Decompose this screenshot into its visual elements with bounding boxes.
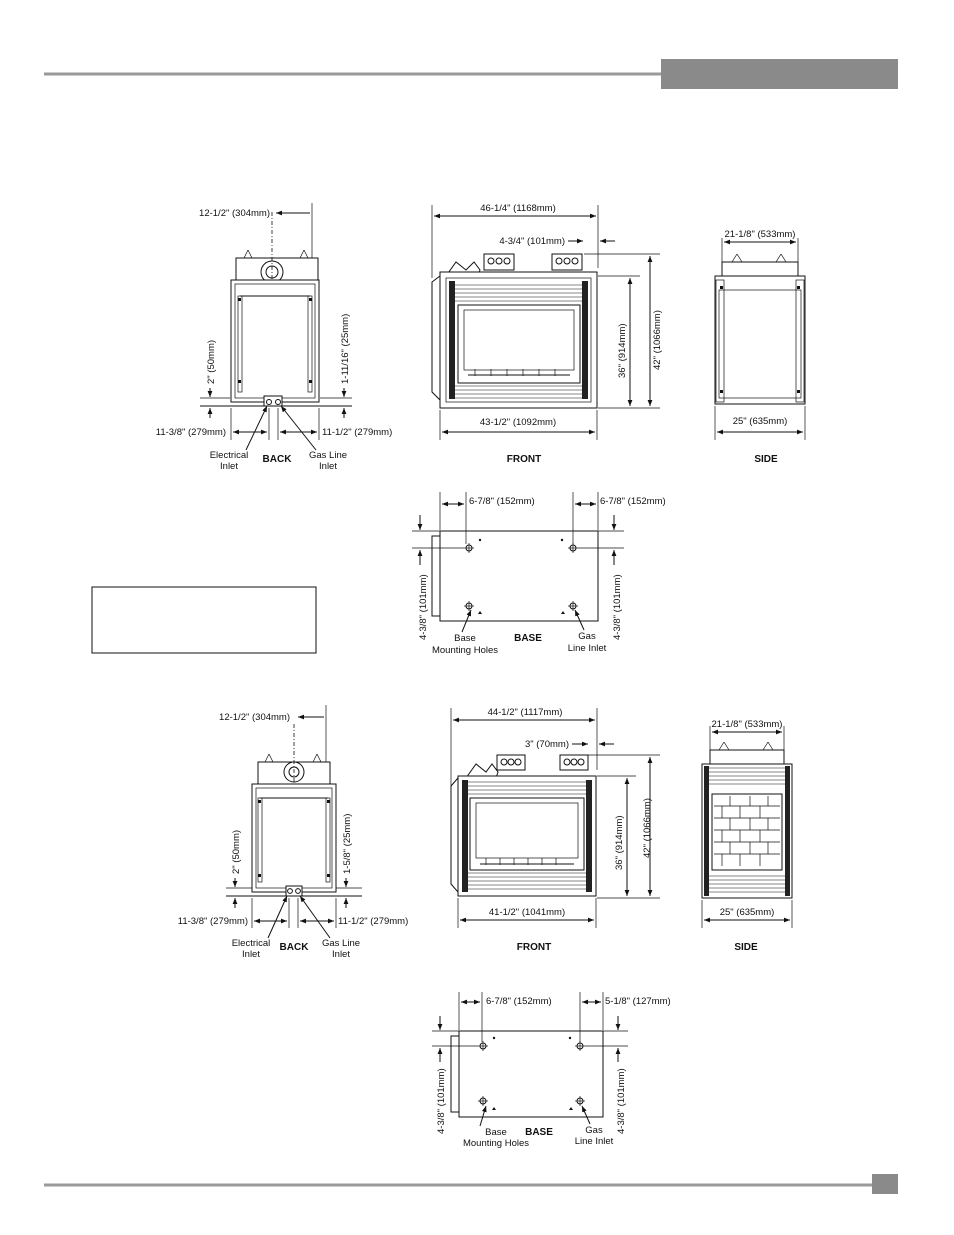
a-back-label-electrical-2: Inlet (220, 461, 238, 472)
b-base-label-mounting-2: Mounting Holes (463, 1138, 529, 1149)
a-side-dim-top: 21-1/8" (533mm) (725, 229, 796, 240)
note-box (91, 586, 317, 654)
b-back-dim-right-vertical: 1-5/8" (25mm) (342, 814, 353, 874)
a-back-dim-left-vertical: 2" (50mm) (206, 340, 217, 384)
a-base-dim-right-top: 6-7/8" (152mm) (600, 496, 666, 507)
b-side-caption: SIDE (734, 942, 758, 953)
a-base-dim-right-vertical: 4-3/8" (101mm) (612, 574, 623, 640)
b-base-dim-left-vertical: 4-3/8" (101mm) (436, 1068, 447, 1134)
b-front-dim-top-width: 44-1/2" (1117mm) (488, 707, 563, 718)
b-front-dim-outer-height: 42" (1066mm) (642, 798, 653, 858)
diagram-a-back-view: 12-1/2" (304mm) 2" (50mm) 1-11/16" (25mm… (156, 203, 392, 472)
a-back-dim-bottom-left: 11-3/8" (279mm) (156, 427, 226, 438)
b-front-dim-inner-height: 36" (914mm) (614, 815, 625, 870)
a-back-caption: BACK (263, 454, 293, 465)
footer-page-tab (872, 1174, 898, 1194)
b-back-dim-left-vertical: 2" (50mm) (231, 830, 242, 874)
b-front-dim-top-offset: 3" (70mm) (525, 739, 569, 750)
b-back-dim-top: 12-1/2" (304mm) (219, 712, 290, 723)
b-front-dim-bottom-width: 41-1/2" (1041mm) (489, 907, 565, 918)
b-back-caption: BACK (280, 942, 310, 953)
b-side-dim-bottom: 25" (635mm) (720, 907, 775, 918)
b-base-dim-right-vertical: 4-3/8" (101mm) (616, 1068, 627, 1134)
b-back-label-electrical-2: Inlet (242, 949, 260, 960)
a-base-label-gas-2: Line Inlet (568, 643, 607, 654)
a-side-dim-bottom: 25" (635mm) (733, 416, 788, 427)
a-front-dim-outer-height: 42" (1066mm) (652, 310, 663, 370)
a-back-label-electrical-1: Electrical (210, 450, 249, 461)
a-back-label-gas-2: Inlet (319, 461, 337, 472)
header-tab (661, 59, 898, 89)
diagram-b-front-view: 44-1/2" (1117mm) 3" (70mm) 36" (914mm) 4… (450, 707, 660, 953)
b-base-label-gas-1: Gas (585, 1125, 603, 1136)
a-back-dim-bottom-right: 11-1/2" (279mm) (322, 427, 392, 438)
a-front-dim-top-offset: 4-3/4" (101mm) (499, 236, 565, 247)
diagram-a-base-view: 6-7/8" (152mm) 6-7/8" (152mm) 4-3/8" (10… (412, 492, 666, 656)
b-base-label-gas-2: Line Inlet (575, 1136, 614, 1147)
diagram-b-side-view: 21-1/8" (533mm) 25" (635mm) SIDE (701, 719, 793, 953)
a-base-dim-left-vertical: 4-3/8" (101mm) (418, 574, 429, 640)
a-side-caption: SIDE (754, 454, 778, 465)
a-base-label-gas-1: Gas (578, 631, 596, 642)
b-side-dim-top: 21-1/8" (533mm) (712, 719, 783, 730)
a-back-label-gas-1: Gas Line (309, 450, 347, 461)
a-front-dim-inner-height: 36" (914mm) (617, 323, 628, 378)
diagram-a-side-view: 21-1/8" (533mm) 25" (635mm) SIDE (714, 229, 806, 465)
diagram-b-back-view: 12-1/2" (304mm) 2" (50mm) 1-5/8" (25mm) … (178, 705, 408, 960)
a-back-dim-right-vertical: 1-11/16" (25mm) (340, 314, 351, 384)
b-base-dim-left-top: 6-7/8" (152mm) (486, 996, 552, 1007)
a-base-label-mounting-1: Base (454, 633, 476, 644)
diagram-b-base-view: 6-7/8" (152mm) 5-1/8" (127mm) 4-3/8" (10… (432, 992, 671, 1149)
b-back-dim-bottom-right: 11-1/2" (279mm) (338, 916, 408, 927)
a-back-dim-top: 12-1/2" (304mm) (199, 208, 270, 219)
a-front-caption: FRONT (507, 454, 541, 465)
b-back-label-electrical-1: Electrical (232, 938, 271, 949)
b-front-caption: FRONT (517, 942, 551, 953)
b-base-label-mounting-1: Base (485, 1127, 507, 1138)
a-front-dim-top-width: 46-1/4" (1168mm) (480, 203, 556, 214)
a-base-caption: BASE (514, 633, 542, 644)
b-back-dim-bottom-left: 11-3/8" (279mm) (178, 916, 248, 927)
a-base-label-mounting-2: Mounting Holes (432, 645, 498, 656)
diagram-a-front-view: 46-1/4" (1168mm) 4-3/4" (101mm) 36" (914… (431, 203, 663, 465)
b-base-caption: BASE (525, 1127, 553, 1138)
b-back-label-gas-1: Gas Line (322, 938, 360, 949)
b-back-label-gas-2: Inlet (332, 949, 350, 960)
a-base-dim-left-top: 6-7/8" (152mm) (469, 496, 535, 507)
a-front-dim-bottom-width: 43-1/2" (1092mm) (480, 417, 556, 428)
b-base-dim-right-top: 5-1/8" (127mm) (605, 996, 671, 1007)
